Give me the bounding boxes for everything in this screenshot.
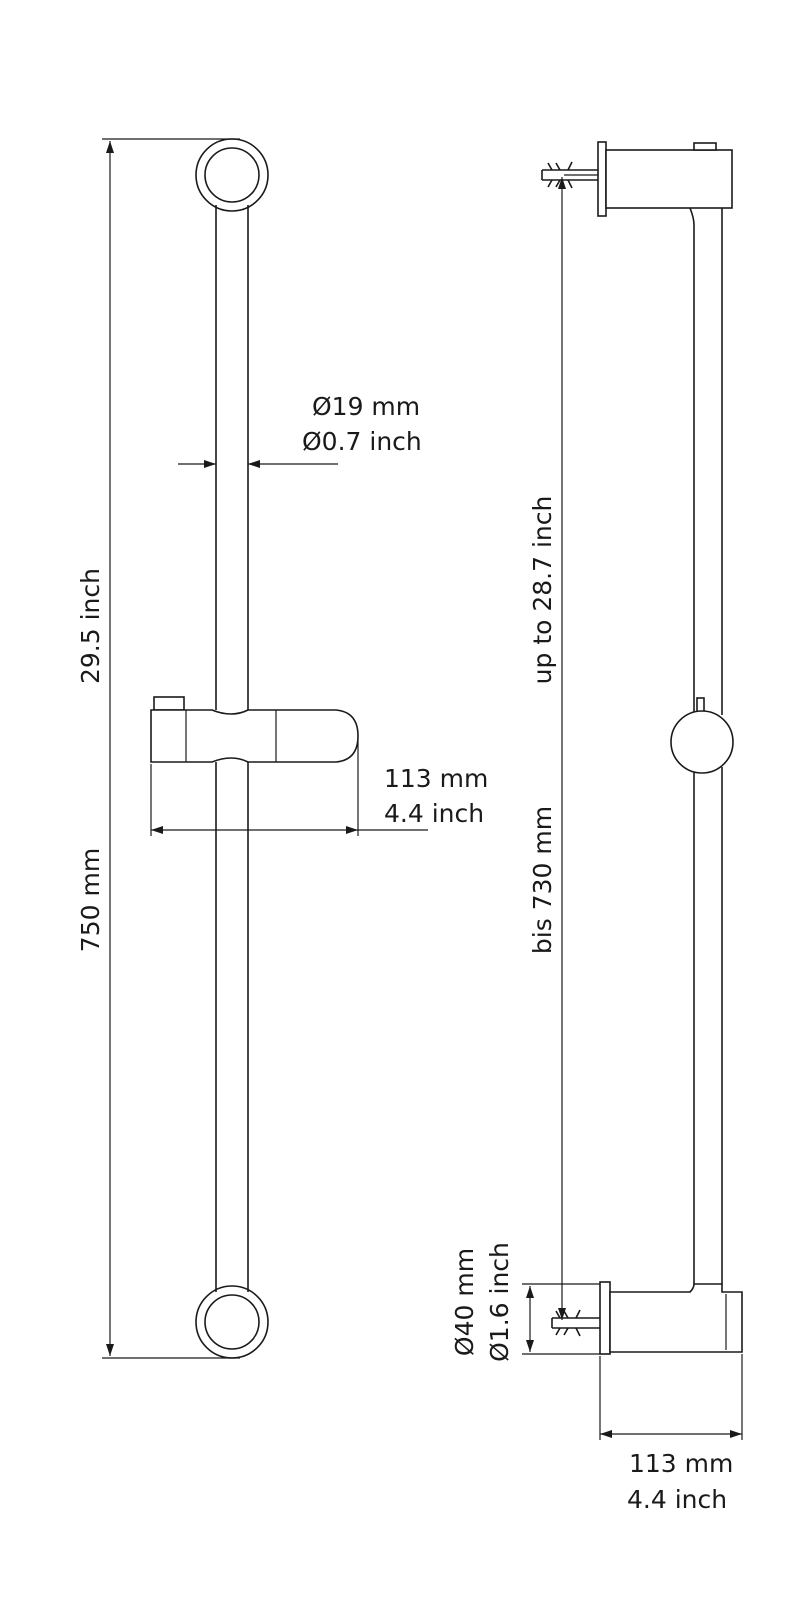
front-bottom-mount: [195, 1285, 269, 1359]
side-top-anchor: [541, 161, 598, 189]
mount-diameter-mm-label: Ø40 mm: [450, 1248, 479, 1356]
span-mm-label: bis 730 mm: [528, 806, 557, 954]
side-slider-knob: [670, 697, 734, 774]
mount-diameter-dimension: [522, 1283, 600, 1355]
rod-diameter-mm-label: Ø19 mm: [312, 392, 420, 421]
holder-depth-inch-label: 4.4 inch: [384, 799, 484, 828]
height-inch-label: 29.5 inch: [76, 568, 105, 684]
front-rod: [215, 205, 249, 1292]
height-mm-label: 750 mm: [76, 848, 105, 952]
height-dimension: [102, 138, 240, 1359]
side-top-bracket: [564, 141, 733, 217]
side-bottom-anchor: [551, 1309, 600, 1337]
side-depth-dimension: [599, 1354, 743, 1440]
mount-diameter-inch-label: Ø1.6 inch: [485, 1242, 514, 1362]
rod-diameter-inch-label: Ø0.7 inch: [302, 427, 422, 456]
front-slider-holder: [150, 696, 359, 763]
span-inch-label: up to 28.7 inch: [528, 496, 557, 685]
side-view: up to 28.7 inch bis 730 mm Ø40 mm Ø1.6 i…: [450, 141, 743, 1514]
front-top-mount: [195, 138, 269, 212]
holder-depth-dimension: [150, 740, 428, 836]
holder-depth-mm-label: 113 mm: [384, 764, 488, 793]
side-rod: [689, 207, 723, 1284]
side-bottom-bracket: [599, 1281, 743, 1355]
side-depth-inch-label: 4.4 inch: [627, 1485, 727, 1514]
front-view: 29.5 inch 750 mm Ø19 mm Ø0.7 inch 113 mm…: [76, 138, 488, 1359]
side-depth-mm-label: 113 mm: [629, 1449, 733, 1478]
